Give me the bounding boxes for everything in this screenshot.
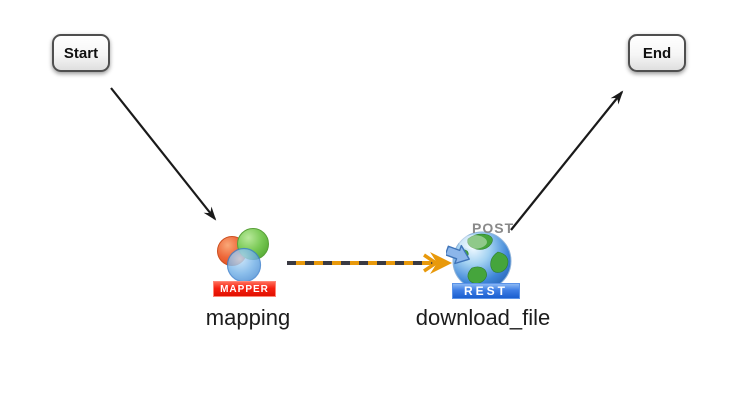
end-node-label: End <box>642 44 672 62</box>
edge-download-to-end[interactable] <box>510 90 624 231</box>
rest-method-label: POST <box>472 220 515 236</box>
edge-start-to-mapping[interactable] <box>110 87 217 221</box>
venn-circles-icon <box>217 228 269 283</box>
rest-badge-label: REST <box>463 284 508 298</box>
node-download-file[interactable]: POST REST download_file <box>400 220 566 340</box>
end-node[interactable]: End <box>628 34 686 72</box>
download-file-node-label: download_file <box>415 305 551 330</box>
dashed-arrowhead-feather <box>423 253 440 273</box>
node-mapping[interactable]: MAPPER mapping <box>196 224 300 340</box>
edge-mapping-to-download[interactable] <box>287 252 452 274</box>
mapper-badge: MAPPER <box>213 281 276 297</box>
mapping-node-label: mapping <box>205 305 291 330</box>
start-node[interactable]: Start <box>52 34 110 72</box>
dashed-arrowhead <box>430 252 452 274</box>
rest-badge: REST <box>452 283 520 299</box>
start-node-label: Start <box>63 44 99 62</box>
mapper-badge-label: MAPPER <box>220 283 269 295</box>
incoming-arrow-glyph <box>446 244 470 265</box>
globe-icon <box>446 231 512 291</box>
